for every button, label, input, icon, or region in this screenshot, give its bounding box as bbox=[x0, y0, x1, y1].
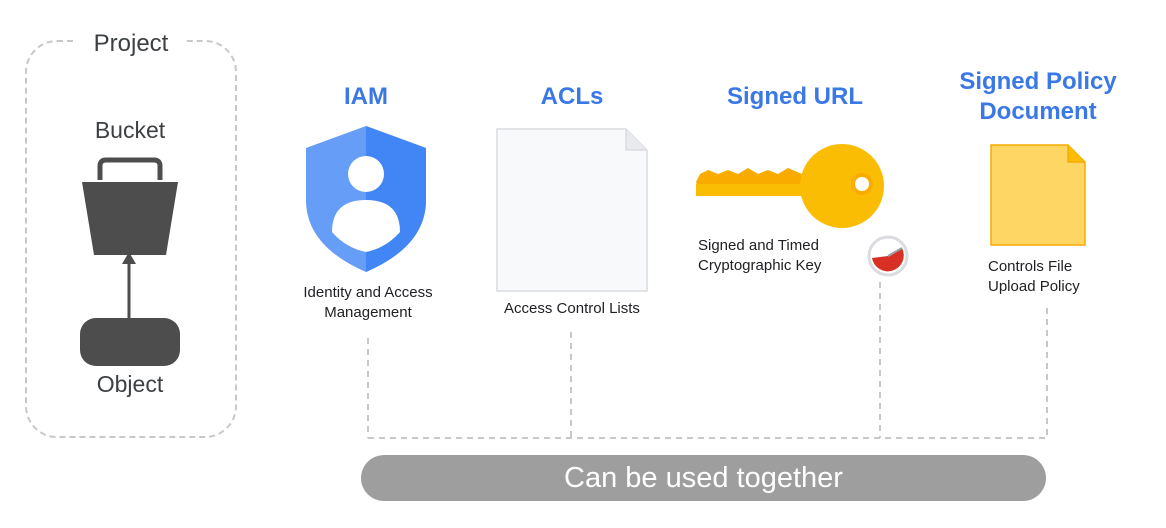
iam-description-line2: Management bbox=[324, 304, 412, 321]
shield-user-icon bbox=[306, 126, 426, 272]
signed-policy-description-line1: Controls File bbox=[988, 258, 1073, 275]
acls-description: Access Control Lists bbox=[504, 300, 640, 317]
signed-url-title: Signed URL bbox=[727, 83, 863, 110]
signed-url-description-line2: Cryptographic Key bbox=[698, 257, 822, 274]
policy-document-icon bbox=[990, 144, 1086, 246]
signed-policy-title-line1: Signed Policy bbox=[959, 68, 1117, 95]
bucket-label: Bucket bbox=[94, 117, 166, 143]
object-label: Object bbox=[96, 371, 164, 397]
signed-policy-description-line2: Upload Policy bbox=[988, 278, 1080, 295]
signed-url-description-line1: Signed and Timed bbox=[698, 237, 819, 254]
object-icon bbox=[80, 318, 180, 366]
document-icon bbox=[496, 128, 648, 292]
bucket-icon bbox=[82, 157, 178, 255]
can-be-used-together-banner: Can be used together bbox=[361, 455, 1046, 501]
iam-title: IAM bbox=[344, 83, 388, 110]
object-to-bucket-arrow bbox=[122, 252, 136, 322]
timer-icon bbox=[867, 235, 909, 277]
project-label: Project bbox=[76, 30, 186, 58]
iam-description-line1: Identity and Access bbox=[303, 284, 433, 301]
key-icon bbox=[696, 144, 884, 228]
acls-title: ACLs bbox=[540, 83, 604, 110]
signed-policy-title-line2: Document bbox=[979, 98, 1097, 125]
